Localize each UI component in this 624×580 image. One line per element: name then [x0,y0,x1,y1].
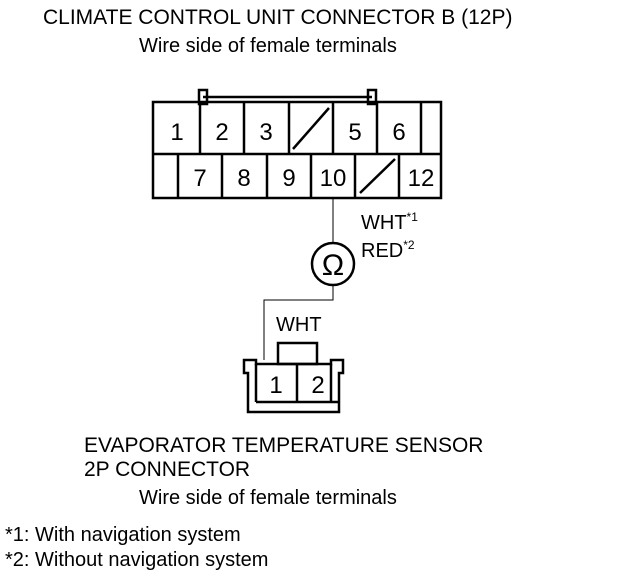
terminal-b-1: 1 [170,119,183,146]
terminal-b-2: 2 [215,119,228,146]
connector-b-subtitle: Wire side of female terminals [139,35,397,57]
sensor-connector-lock [276,341,319,366]
connector-b-empty-cavity [359,158,396,194]
terminal-b-3: 3 [259,119,272,146]
terminal-b-6: 6 [392,119,405,146]
footnote-1: *1: With navigation system [5,524,241,546]
terminal-b-5: 5 [348,119,361,146]
wire-label-wht: WHT*1 [361,210,418,234]
wire-label-red: RED*2 [361,238,415,262]
sensor-connector-body [242,358,345,414]
sensor-title-line2: 2P CONNECTOR [84,458,251,481]
sensor-title-line1: EVAPORATOR TEMPERATURE SENSOR [84,434,484,457]
terminal-sensor-2: 2 [311,372,324,399]
terminal-b-8: 8 [237,165,250,192]
ohmmeter-symbol [310,241,356,287]
connector-b-body [151,100,443,200]
terminal-b-7: 7 [193,165,206,192]
sensor-wire-label: WHT [276,314,322,336]
terminal-sensor-1: 1 [269,372,282,399]
wire-to-sensor-1 [263,285,334,360]
connector-b-empty-cavity [292,107,330,150]
terminal-b-9: 9 [282,165,295,192]
terminal-b-12: 12 [408,165,435,192]
terminal-b-10: 10 [320,165,347,192]
footnote-2: *2: Without navigation system [5,549,269,571]
connector-b-title: CLIMATE CONTROL UNIT CONNECTOR B (12P) [43,6,513,29]
ohm-icon: Ω [322,249,344,282]
sensor-subtitle: Wire side of female terminals [139,487,397,509]
